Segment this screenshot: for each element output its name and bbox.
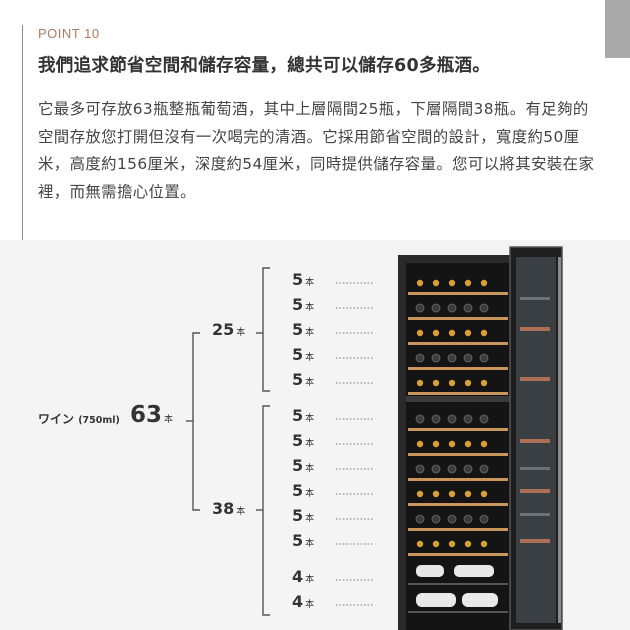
wine-label: ワイン (750ml): [38, 410, 120, 427]
lower-group-value: 38: [212, 499, 235, 518]
total-unit: 本: [164, 415, 174, 425]
left-accent-rule: [22, 25, 23, 327]
upper-group-unit: 本: [236, 328, 246, 338]
scrollbar-thumb[interactable]: [605, 0, 630, 58]
lower-group-unit: 本: [236, 507, 246, 517]
wine-label-text: ワイン: [38, 412, 75, 426]
headline: 我們追求節省空間和儲存容量，總共可以儲存60多瓶酒。: [38, 56, 491, 76]
total-count-value: 63: [130, 402, 163, 428]
body-paragraph: 它最多可存放63瓶整瓶葡萄酒，其中上層隔間25瓶，下層隔間38瓶。有足夠的空間存…: [38, 100, 595, 201]
wine-fridge-image: [398, 246, 563, 630]
upper-group-value: 25: [212, 320, 235, 339]
volume-label: (750ml): [78, 415, 120, 426]
point-label: POINT 10: [38, 26, 100, 41]
